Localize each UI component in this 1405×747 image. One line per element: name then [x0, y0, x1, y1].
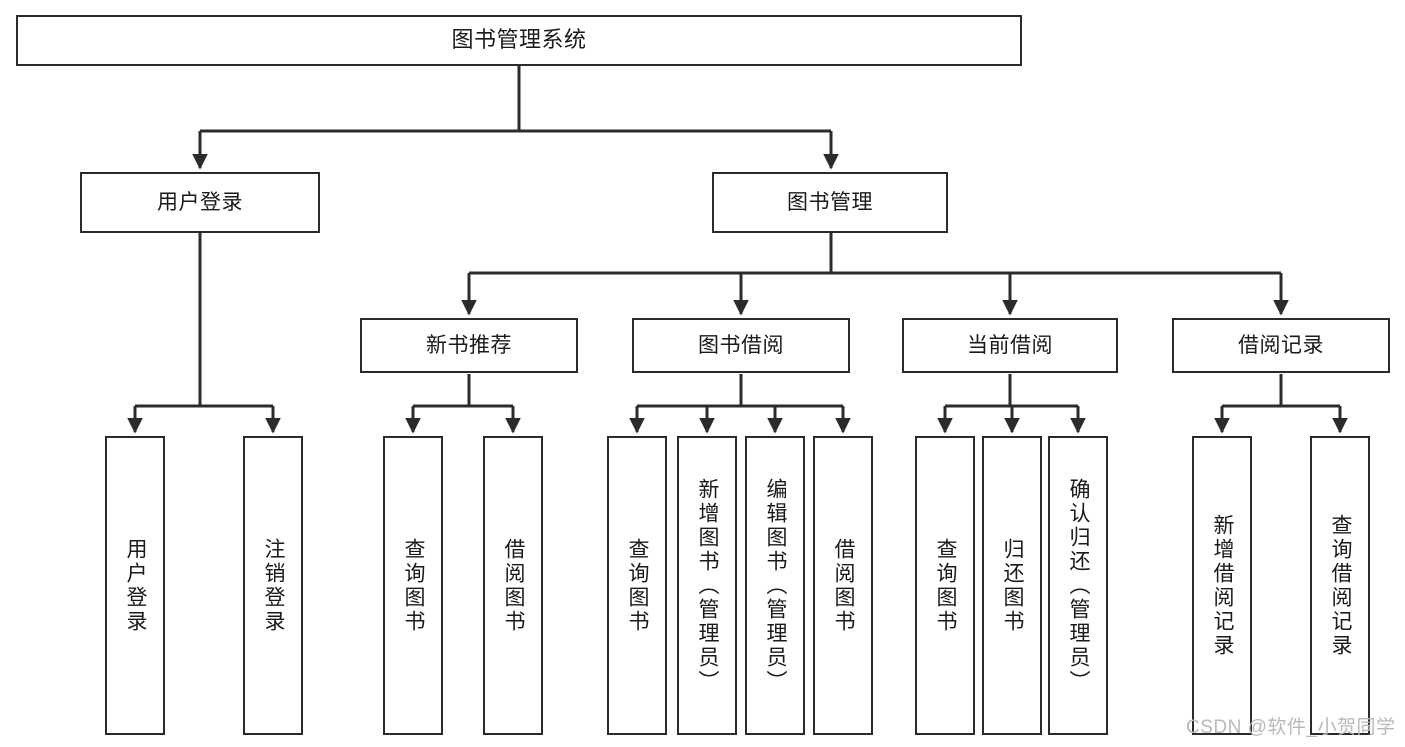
- node-book-manage[interactable]: 图书管理: [712, 172, 948, 233]
- node-leaf-add-record[interactable]: 新增借阅记录: [1192, 436, 1252, 735]
- node-leaf-borrow-book-1-label: 借阅图书: [502, 537, 526, 634]
- node-leaf-edit-book-label: 编辑图书（管理员）: [764, 477, 788, 694]
- node-leaf-add-record-label: 新增借阅记录: [1211, 513, 1235, 658]
- node-leaf-return-book-label: 归还图书: [1001, 537, 1025, 634]
- node-leaf-user-login-label: 用户登录: [124, 537, 148, 634]
- node-user-login[interactable]: 用户登录: [80, 172, 320, 233]
- node-new-book-rec-label: 新书推荐: [426, 333, 512, 357]
- node-leaf-borrow-book-1[interactable]: 借阅图书: [483, 436, 543, 735]
- node-current-borrow-label: 当前借阅: [967, 333, 1053, 357]
- node-book-borrow-label: 图书借阅: [698, 333, 784, 357]
- node-new-book-rec[interactable]: 新书推荐: [360, 318, 578, 373]
- watermark: CSDN @软件_小贺同学: [1186, 717, 1396, 738]
- node-leaf-query-book-3[interactable]: 查询图书: [915, 436, 975, 735]
- node-current-borrow[interactable]: 当前借阅: [902, 318, 1118, 373]
- node-user-login-label: 用户登录: [157, 190, 243, 214]
- node-leaf-user-logout-label: 注销登录: [262, 537, 286, 634]
- node-leaf-query-book-2-label: 查询图书: [626, 537, 650, 634]
- node-leaf-edit-book[interactable]: 编辑图书（管理员）: [745, 436, 805, 735]
- node-book-borrow[interactable]: 图书借阅: [632, 318, 850, 373]
- node-leaf-query-record[interactable]: 查询借阅记录: [1310, 436, 1370, 735]
- node-leaf-user-login[interactable]: 用户登录: [105, 436, 165, 735]
- node-leaf-query-book-2[interactable]: 查询图书: [607, 436, 667, 735]
- node-leaf-borrow-book-2-label: 借阅图书: [832, 537, 856, 634]
- node-leaf-query-record-label: 查询借阅记录: [1329, 513, 1353, 658]
- node-borrow-record-label: 借阅记录: [1238, 333, 1324, 357]
- node-leaf-confirm-return[interactable]: 确认归还（管理员）: [1048, 436, 1108, 735]
- node-leaf-return-book[interactable]: 归还图书: [982, 436, 1042, 735]
- node-root-label: 图书管理系统: [451, 27, 587, 53]
- node-book-manage-label: 图书管理: [787, 190, 873, 214]
- node-borrow-record[interactable]: 借阅记录: [1172, 318, 1390, 373]
- node-leaf-confirm-return-label: 确认归还（管理员）: [1067, 477, 1091, 694]
- node-leaf-user-logout[interactable]: 注销登录: [243, 436, 303, 735]
- node-leaf-query-book-1[interactable]: 查询图书: [383, 436, 443, 735]
- node-root[interactable]: 图书管理系统: [16, 15, 1022, 66]
- node-leaf-query-book-1-label: 查询图书: [402, 537, 426, 634]
- node-leaf-borrow-book-2[interactable]: 借阅图书: [813, 436, 873, 735]
- node-leaf-query-book-3-label: 查询图书: [934, 537, 958, 634]
- node-leaf-add-book[interactable]: 新增图书（管理员）: [677, 436, 737, 735]
- node-leaf-add-book-label: 新增图书（管理员）: [696, 477, 720, 694]
